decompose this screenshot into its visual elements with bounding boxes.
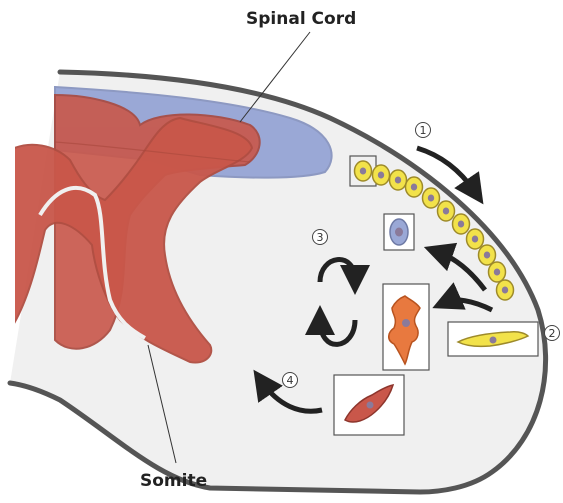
blue-cell-nucleus [395,228,403,237]
elongated-cell-nucleus [490,337,497,344]
step-2-marker: 2 [544,325,560,341]
step-3-marker: 3 [312,229,328,245]
migrating-cell-nucleus [367,402,374,409]
step-4-marker: 4 [282,372,298,388]
somite-label: Somite [140,471,207,491]
step-1-marker: 1 [415,122,431,138]
spinal-cord-label: Spinal Cord [246,9,356,29]
orange-cell-nucleus [402,319,410,327]
